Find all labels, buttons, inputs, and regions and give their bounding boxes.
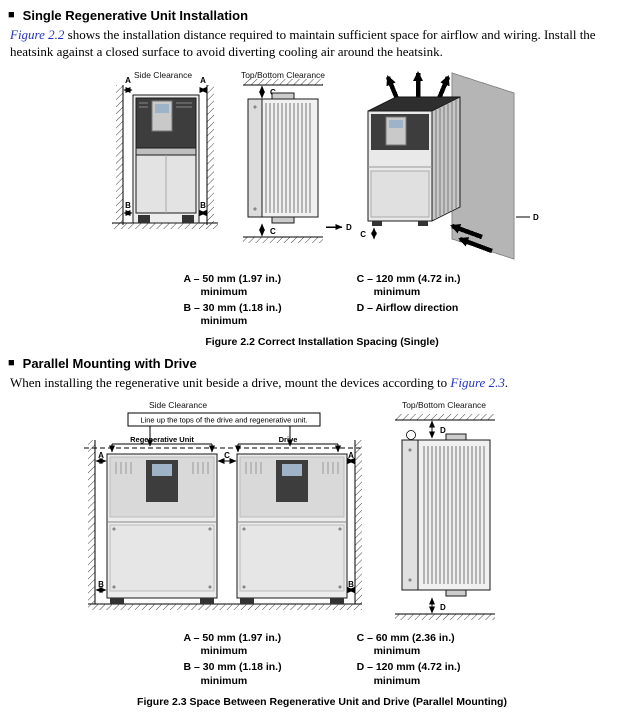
legend-item-a: A – 50 mm (1.97 in.) minimum — [184, 632, 282, 658]
legend-item-d: D – Airflow direction — [357, 302, 461, 315]
dim-label-b: B — [200, 201, 206, 210]
ceiling-hatch — [243, 78, 323, 85]
figure-2-3-link[interactable]: Figure 2.3 — [450, 375, 505, 391]
parallel-paragraph: When installing the regenerative unit be… — [10, 375, 630, 392]
legend-label: B – 30 mm (1.18 in.) — [183, 302, 282, 315]
fig22-side-clearance-label: Side Clearance — [134, 70, 192, 80]
fig22-legend: A – 50 mm (1.97 in.) minimum B – 30 mm (… — [0, 273, 644, 332]
fig23-legend-col-right: C – 60 mm (2.36 in.) minimum D – 120 mm … — [357, 632, 461, 691]
manual-page: ■ Single Regenerative Unit Installation … — [0, 8, 644, 712]
section-heading-text: Single Regenerative Unit Installation — [22, 8, 249, 23]
fig22-legend-col-left: A – 50 mm (1.97 in.) minimum B – 30 mm (… — [184, 273, 282, 332]
legend-label: B – 30 mm (1.18 in.) — [183, 661, 282, 674]
fig23-dimensions: A C A B B — [95, 451, 355, 594]
unit-side-view — [401, 430, 491, 597]
dim-label-c: C — [270, 227, 276, 236]
intro-paragraph: Figure 2.2 shows the installation distan… — [10, 27, 630, 61]
left-wall-hatch — [88, 440, 95, 605]
fig23-legend-col-left: A – 50 mm (1.97 in.) minimum B – 30 mm (… — [184, 632, 282, 691]
dim-label-d: D — [440, 603, 446, 612]
figure-2-3-drawings: Side Clearance Top/Bottom Clearance Line… — [84, 400, 495, 621]
legend-item-b: B – 30 mm (1.18 in.) minimum — [184, 302, 282, 328]
legend-item-a: A – 50 mm (1.97 in.) minimum — [184, 273, 282, 299]
section-heading-parallel-mounting: ■ Parallel Mounting with Drive — [8, 356, 644, 371]
fig23-top-bottom-label: Top/Bottom Clearance — [402, 400, 486, 410]
legend-sub: minimum — [373, 645, 421, 658]
dim-label-d: D — [533, 213, 539, 222]
section-heading-single-unit: ■ Single Regenerative Unit Installation — [8, 8, 644, 23]
unit-foot — [138, 214, 150, 223]
note-text: Line up the tops of the drive and regene… — [140, 416, 307, 425]
section-heading-text: Parallel Mounting with Drive — [22, 356, 197, 372]
regenerative-unit-label: Regenerative Unit — [130, 435, 194, 444]
floor-hatch — [243, 236, 323, 243]
dim-label-c: C — [360, 230, 366, 239]
dim-label-d: D — [346, 223, 352, 232]
fig22-top-bottom-label: Top/Bottom Clearance — [241, 70, 325, 80]
legend-label: D – Airflow direction — [356, 302, 459, 315]
section-bullet-icon: ■ — [8, 9, 15, 21]
unit-3d-view — [367, 95, 461, 226]
legend-label: A – 50 mm (1.97 in.) — [183, 272, 282, 285]
legend-item-c: C – 120 mm (4.72 in.) minimum — [357, 273, 461, 299]
floor-hatch — [88, 604, 362, 611]
right-wall-hatch — [355, 440, 362, 605]
intro-paragraph-text: shows the installation distance required… — [10, 27, 596, 59]
drive-label: Drive — [279, 435, 298, 444]
lifting-ring — [406, 430, 416, 441]
legend-label: C – 120 mm (4.72 in.) — [356, 272, 461, 285]
legend-label: A – 50 mm (1.97 in.) — [183, 632, 282, 645]
airflow-in-arrow — [450, 223, 483, 239]
dim-label-b: B — [98, 580, 104, 589]
fig23-top-bottom-drawing: D D — [395, 414, 495, 621]
legend-sub: minimum — [373, 285, 421, 298]
parallel-paragraph-period: . — [504, 375, 509, 391]
legend-item-d: D – 120 mm (4.72 in.) minimum — [357, 661, 461, 687]
ceiling-hatch — [395, 414, 495, 421]
unit-name-labels: Regenerative Unit Drive — [109, 435, 341, 453]
regenerative-unit-front-view — [132, 94, 200, 224]
legend-sub: minimum — [200, 645, 248, 658]
dim-label-a: A — [348, 451, 354, 460]
fig22-legend-col-right: C – 120 mm (4.72 in.) minimum D – Airflo… — [357, 273, 461, 332]
section-bullet-icon: ■ — [8, 357, 15, 370]
airflow-in-arrow — [458, 236, 493, 253]
floor-hatch — [395, 614, 495, 621]
regenerative-unit-front-view — [106, 453, 218, 605]
fig23-caption: Figure 2.3 Space Between Regenerative Un… — [137, 695, 507, 708]
dim-label-c: C — [224, 451, 230, 460]
fig23-side-clearance-label: Side Clearance — [149, 400, 207, 410]
figure-2-2-link[interactable]: Figure 2.2 — [10, 27, 65, 42]
dim-label-b: B — [125, 201, 131, 210]
legend-sub: minimum — [200, 285, 248, 298]
legend-label: D – 120 mm (4.72 in.) — [356, 661, 461, 674]
right-wall-hatch — [207, 84, 214, 225]
fig23-legend: A – 50 mm (1.97 in.) minimum B – 30 mm (… — [0, 632, 644, 691]
legend-item-c: C – 60 mm (2.36 in.) minimum — [357, 632, 461, 658]
fig22-side-clearance-drawing: A A B B — [112, 76, 218, 229]
dim-label-a: A — [125, 76, 131, 85]
legend-item-b: B – 30 mm (1.18 in.) minimum — [184, 661, 282, 687]
dim-label-d: D — [440, 426, 446, 435]
drive-front-view — [236, 453, 348, 605]
unit-side-view — [247, 92, 319, 224]
legend-label: C – 60 mm (2.36 in.) — [356, 632, 455, 645]
legend-sub: minimum — [200, 315, 248, 328]
unit-foot — [182, 214, 194, 223]
dim-label-b: B — [348, 580, 354, 589]
dim-label-a: A — [98, 451, 104, 460]
fig22-top-bottom-drawing: C C D — [243, 78, 352, 243]
alignment-note-callout: Line up the tops of the drive and regene… — [127, 412, 321, 447]
dim-label-a: A — [200, 76, 206, 85]
note-box — [127, 412, 321, 427]
fig22-3d-airflow-drawing: C D — [360, 70, 539, 260]
figure-2-2-drawings: Side Clearance Top/Bottom Clearance — [112, 70, 539, 260]
left-wall-hatch — [116, 84, 123, 225]
floor-hatch — [112, 222, 218, 229]
legend-sub: minimum — [200, 674, 248, 687]
parallel-paragraph-text: When installing the regenerative unit be… — [10, 375, 451, 391]
legend-sub: minimum — [373, 674, 421, 687]
fig22-caption: Figure 2.2 Correct Installation Spacing … — [205, 336, 439, 349]
